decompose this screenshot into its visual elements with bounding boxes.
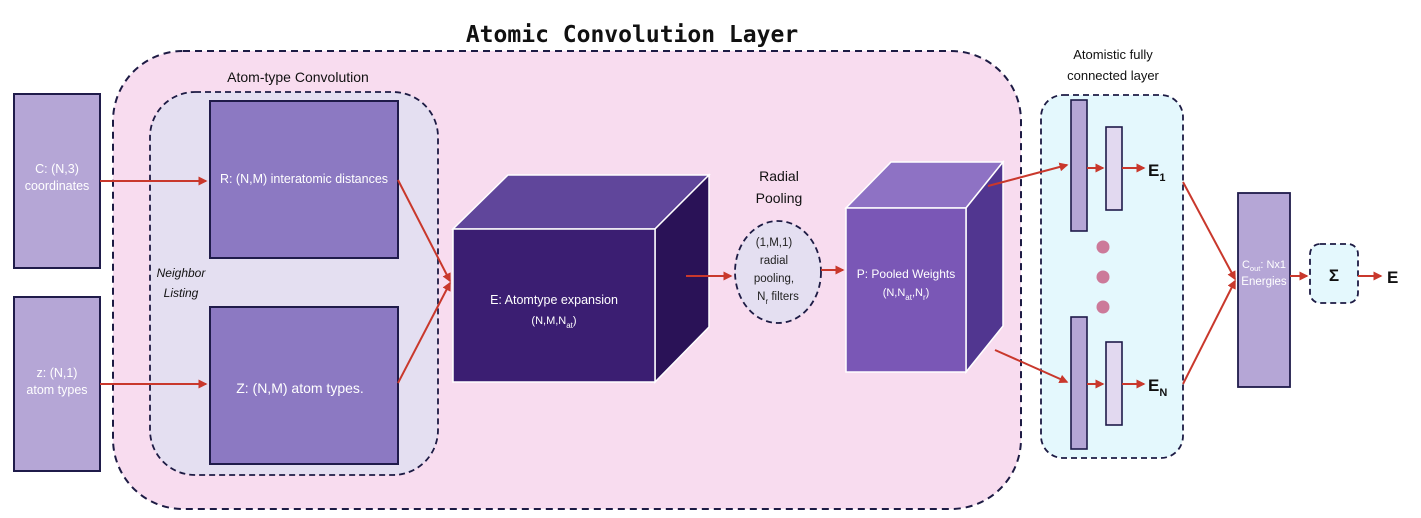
ellipsis-dot-1 (1096, 240, 1110, 254)
fc-layer-n-short (1105, 341, 1123, 426)
sum-box (1309, 243, 1359, 304)
arrow-pooled-to-fcn (994, 349, 1069, 384)
expansion-label-line1: E: Atomtype expansion (490, 293, 618, 307)
coordinates-input-box (13, 93, 101, 269)
coordinates-input-line2: coordinates (25, 179, 90, 193)
expansion-cube-front (452, 228, 656, 383)
pooling-line2: radial (760, 255, 788, 267)
atom-types-input-box (13, 296, 101, 472)
fc-layer-1-tall (1070, 99, 1088, 232)
output-en: EN (1148, 376, 1167, 399)
energies-label-line2: Energies (1241, 276, 1287, 288)
arrow-distances-to-expansion (397, 179, 451, 283)
fc-layer-1-short (1105, 126, 1123, 211)
ellipsis-dot-3 (1096, 300, 1110, 314)
atomtypes-box (209, 306, 399, 465)
radial-pooling-title-line1: Radial (759, 168, 799, 184)
main-title: Atomic Convolution Layer (466, 22, 798, 48)
output-e1: E1 (1148, 161, 1165, 184)
arrow-atomtypes-to-expansion (397, 281, 451, 384)
fc-layer-n-tall (1070, 316, 1088, 450)
sum-result: E (1387, 268, 1398, 287)
pooled-label-line1: P: Pooled Weights (857, 267, 956, 281)
atom-type-convolution-title: Atom-type Convolution (227, 69, 369, 85)
pooling-line1: (1,M,1) (756, 237, 793, 249)
expansion-label-line2: (N,M,Nat) (531, 315, 576, 330)
energies-label-line1: Cout: Nx1 (1242, 259, 1286, 273)
arrow-en-to-energies (1182, 279, 1236, 385)
pooling-line4: Nr filters (757, 291, 799, 306)
arrow-e1-to-energies (1182, 181, 1236, 281)
pooled-cube-front (845, 207, 967, 373)
energies-box (1237, 192, 1291, 388)
fc-title-line2: connected layer (1067, 68, 1159, 83)
arrows (100, 162, 1383, 389)
sum-symbol: Σ (1329, 266, 1339, 285)
distances-box (209, 100, 399, 259)
radial-pooling-title-line2: Pooling (756, 190, 803, 206)
pooling-line3: pooling, (754, 273, 794, 285)
fc-title-line1: Atomistic fully (1073, 47, 1153, 62)
neighbor-listing-label-line1: Neighbor (157, 266, 207, 280)
ellipsis-dot-2 (1096, 270, 1110, 284)
atom-types-input-line2: atom types (26, 383, 87, 397)
distances-box-label: R: (N,M) interatomic distances (220, 172, 388, 186)
coordinates-input-line1: C: (N,3) (35, 162, 79, 176)
arrow-pooled-to-fc1 (987, 162, 1069, 187)
neighbor-listing-label-line2: Listing (164, 286, 199, 300)
atomtypes-box-label: Z: (N,M) atom types. (236, 380, 364, 396)
atom-types-input-line1: z: (N,1) (37, 366, 78, 380)
radial-pooling-circle (734, 220, 822, 324)
pooled-label-line2: (N,Nat,Nr) (883, 287, 930, 302)
